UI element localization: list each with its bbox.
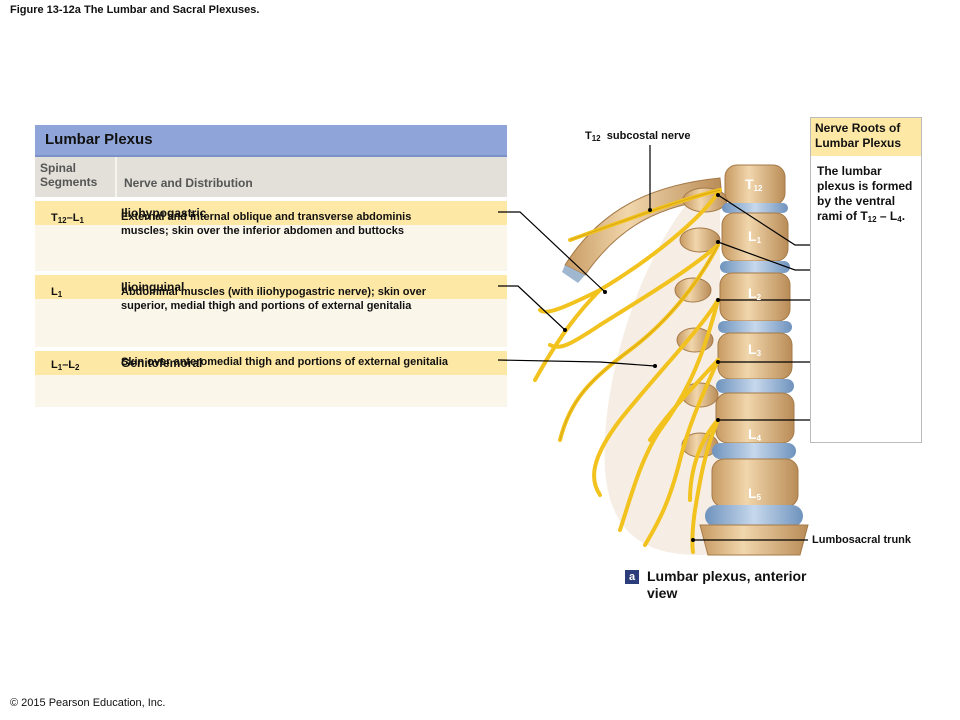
dist-line1: External and internal oblique and transv…: [121, 211, 412, 223]
lumbosacral-trunk-label: Lumbosacral trunk: [812, 534, 912, 546]
leader-lines: [497, 145, 818, 541]
segment: L1: [51, 286, 62, 299]
vl-letter: L: [748, 285, 757, 301]
nerve-desc-row: T12–L1 External and internal oblique and…: [35, 211, 507, 271]
vertebra-label: L5: [748, 485, 761, 502]
col-spinal-segments: Spinal Segments: [40, 161, 97, 189]
leader-dots: [563, 193, 720, 542]
seg-a-sub: 1: [57, 363, 63, 372]
side-head-line1: Nerve Roots of: [815, 121, 901, 135]
vl-sub: 4: [756, 434, 762, 443]
lumbar-plexus-table: Lumbar Plexus Spinal Segments Nerve and …: [35, 125, 507, 407]
dist-line1: Abdominal muscles (with iliohypogastric …: [121, 286, 427, 298]
nerve-name-row: Iliohypogastric: [35, 201, 507, 225]
segment: L1–L2: [51, 359, 79, 372]
col-nerve-distribution: Nerve and Distribution: [124, 176, 253, 190]
vertebral-column: [699, 164, 809, 556]
side-body-line4c: .: [901, 209, 906, 223]
subcostal-sub: 12: [591, 134, 601, 143]
subcostal-letter: T: [585, 130, 592, 142]
column-headers: Spinal Segments Nerve and Distribution: [35, 157, 507, 197]
nerve-desc-row: L1 Abdominal muscles (with iliohypogastr…: [35, 286, 507, 347]
vl-letter: L: [748, 228, 757, 244]
nerve-desc-row: L1–L2 Skin over anteromedial thigh and p…: [35, 356, 507, 407]
nerve-roots-box: Nerve Roots of Lumbar Plexus The lumbar …: [810, 117, 922, 443]
vl-sub: 12: [753, 184, 763, 193]
vl-letter: L: [748, 485, 757, 501]
side-body-line3: by the ventral: [817, 194, 896, 208]
seg-b-sub: 1: [79, 216, 84, 225]
table-title: Lumbar Plexus: [35, 125, 507, 157]
subcostal-text: subcostal nerve: [606, 130, 691, 142]
column-divider: [115, 157, 117, 197]
nerve-name-row: Genitofemoral: [35, 351, 507, 375]
nerve-outline: [559, 189, 721, 441]
caption-line2: view: [647, 585, 678, 601]
seg-a: L: [51, 359, 58, 371]
seg-a: L: [51, 286, 58, 298]
table-row: Genitofemoral L1–L2 Skin over anteromedi…: [35, 351, 507, 407]
side-body-line1: The lumbar: [817, 164, 882, 178]
side-body-line4a: rami of T: [817, 209, 868, 223]
vl-letter: T: [745, 176, 754, 192]
col-seg-line2: Segments: [40, 175, 98, 189]
nerve-roots-heading: Nerve Roots of Lumbar Plexus: [811, 118, 921, 156]
table-row: Iliohypogastric T12–L1 External and inte…: [35, 201, 507, 271]
vertebra-label: L1: [748, 228, 761, 245]
nerve-name: Genitofemoral: [121, 356, 203, 370]
seg-a: T: [51, 212, 58, 224]
vertebra-label: L3: [748, 341, 761, 358]
vl-letter: L: [748, 341, 757, 357]
distribution: Abdominal muscles (with iliohypogastric …: [121, 285, 426, 313]
nerve-name: Ilioinguinal: [121, 280, 185, 294]
col-seg-line1: Spinal: [40, 161, 77, 175]
subcostal-nerve-label: T12 subcostal nerve: [585, 130, 691, 143]
vertebra-label: L4: [748, 426, 761, 443]
vl-sub: 1: [756, 236, 762, 245]
distribution: Skin over anteromedial thigh and portion…: [121, 355, 448, 369]
vl-letter: L: [748, 426, 757, 442]
copyright-notice: © 2015 Pearson Education, Inc.: [10, 697, 166, 709]
nerve-name: Iliohypogastric: [121, 206, 207, 220]
caption-text: Lumbar plexus, anterior view: [647, 568, 847, 602]
vl-sub: 3: [756, 349, 762, 358]
seg-a-sub: 12: [57, 216, 67, 225]
vertebra-label: T12: [745, 176, 762, 193]
side-body-sub2: 4: [897, 215, 902, 224]
dist-line2: muscles; skin over the inferior abdomen …: [121, 225, 405, 237]
caption-line1: Lumbar plexus, anterior: [647, 568, 807, 584]
seg-b-sub: 2: [75, 363, 80, 372]
seg-a-sub: 1: [57, 290, 63, 299]
seg-mid: –L: [62, 359, 76, 371]
dist-line2: superior, medial thigh and portions of e…: [121, 300, 412, 312]
side-body-sub1: 12: [867, 215, 877, 224]
table-row: Ilioinguinal L1 Abdominal muscles (with …: [35, 275, 507, 347]
dist-line1: Skin over anteromedial thigh and portion…: [121, 356, 449, 368]
nerve-name-row: Ilioinguinal: [35, 275, 507, 299]
seg-mid: –L: [66, 212, 80, 224]
vl-sub: 2: [756, 293, 762, 302]
vertebra-label: L2: [748, 285, 761, 302]
vl-sub: 5: [756, 493, 762, 502]
nerve-roots-text: The lumbar plexus is formed by the ventr…: [811, 156, 921, 235]
rib-cartilage: [562, 265, 585, 283]
side-body-line4b: – L: [876, 209, 898, 223]
side-body-line2: plexus is formed: [817, 179, 913, 193]
figure-title: Figure 13-12a The Lumbar and Sacral Plex…: [10, 4, 260, 16]
distribution: External and internal oblique and transv…: [121, 210, 411, 238]
panel-letter-badge: a: [625, 570, 639, 584]
side-head-line2: Lumbar Plexus: [815, 136, 902, 150]
segment: T12–L1: [51, 212, 84, 225]
